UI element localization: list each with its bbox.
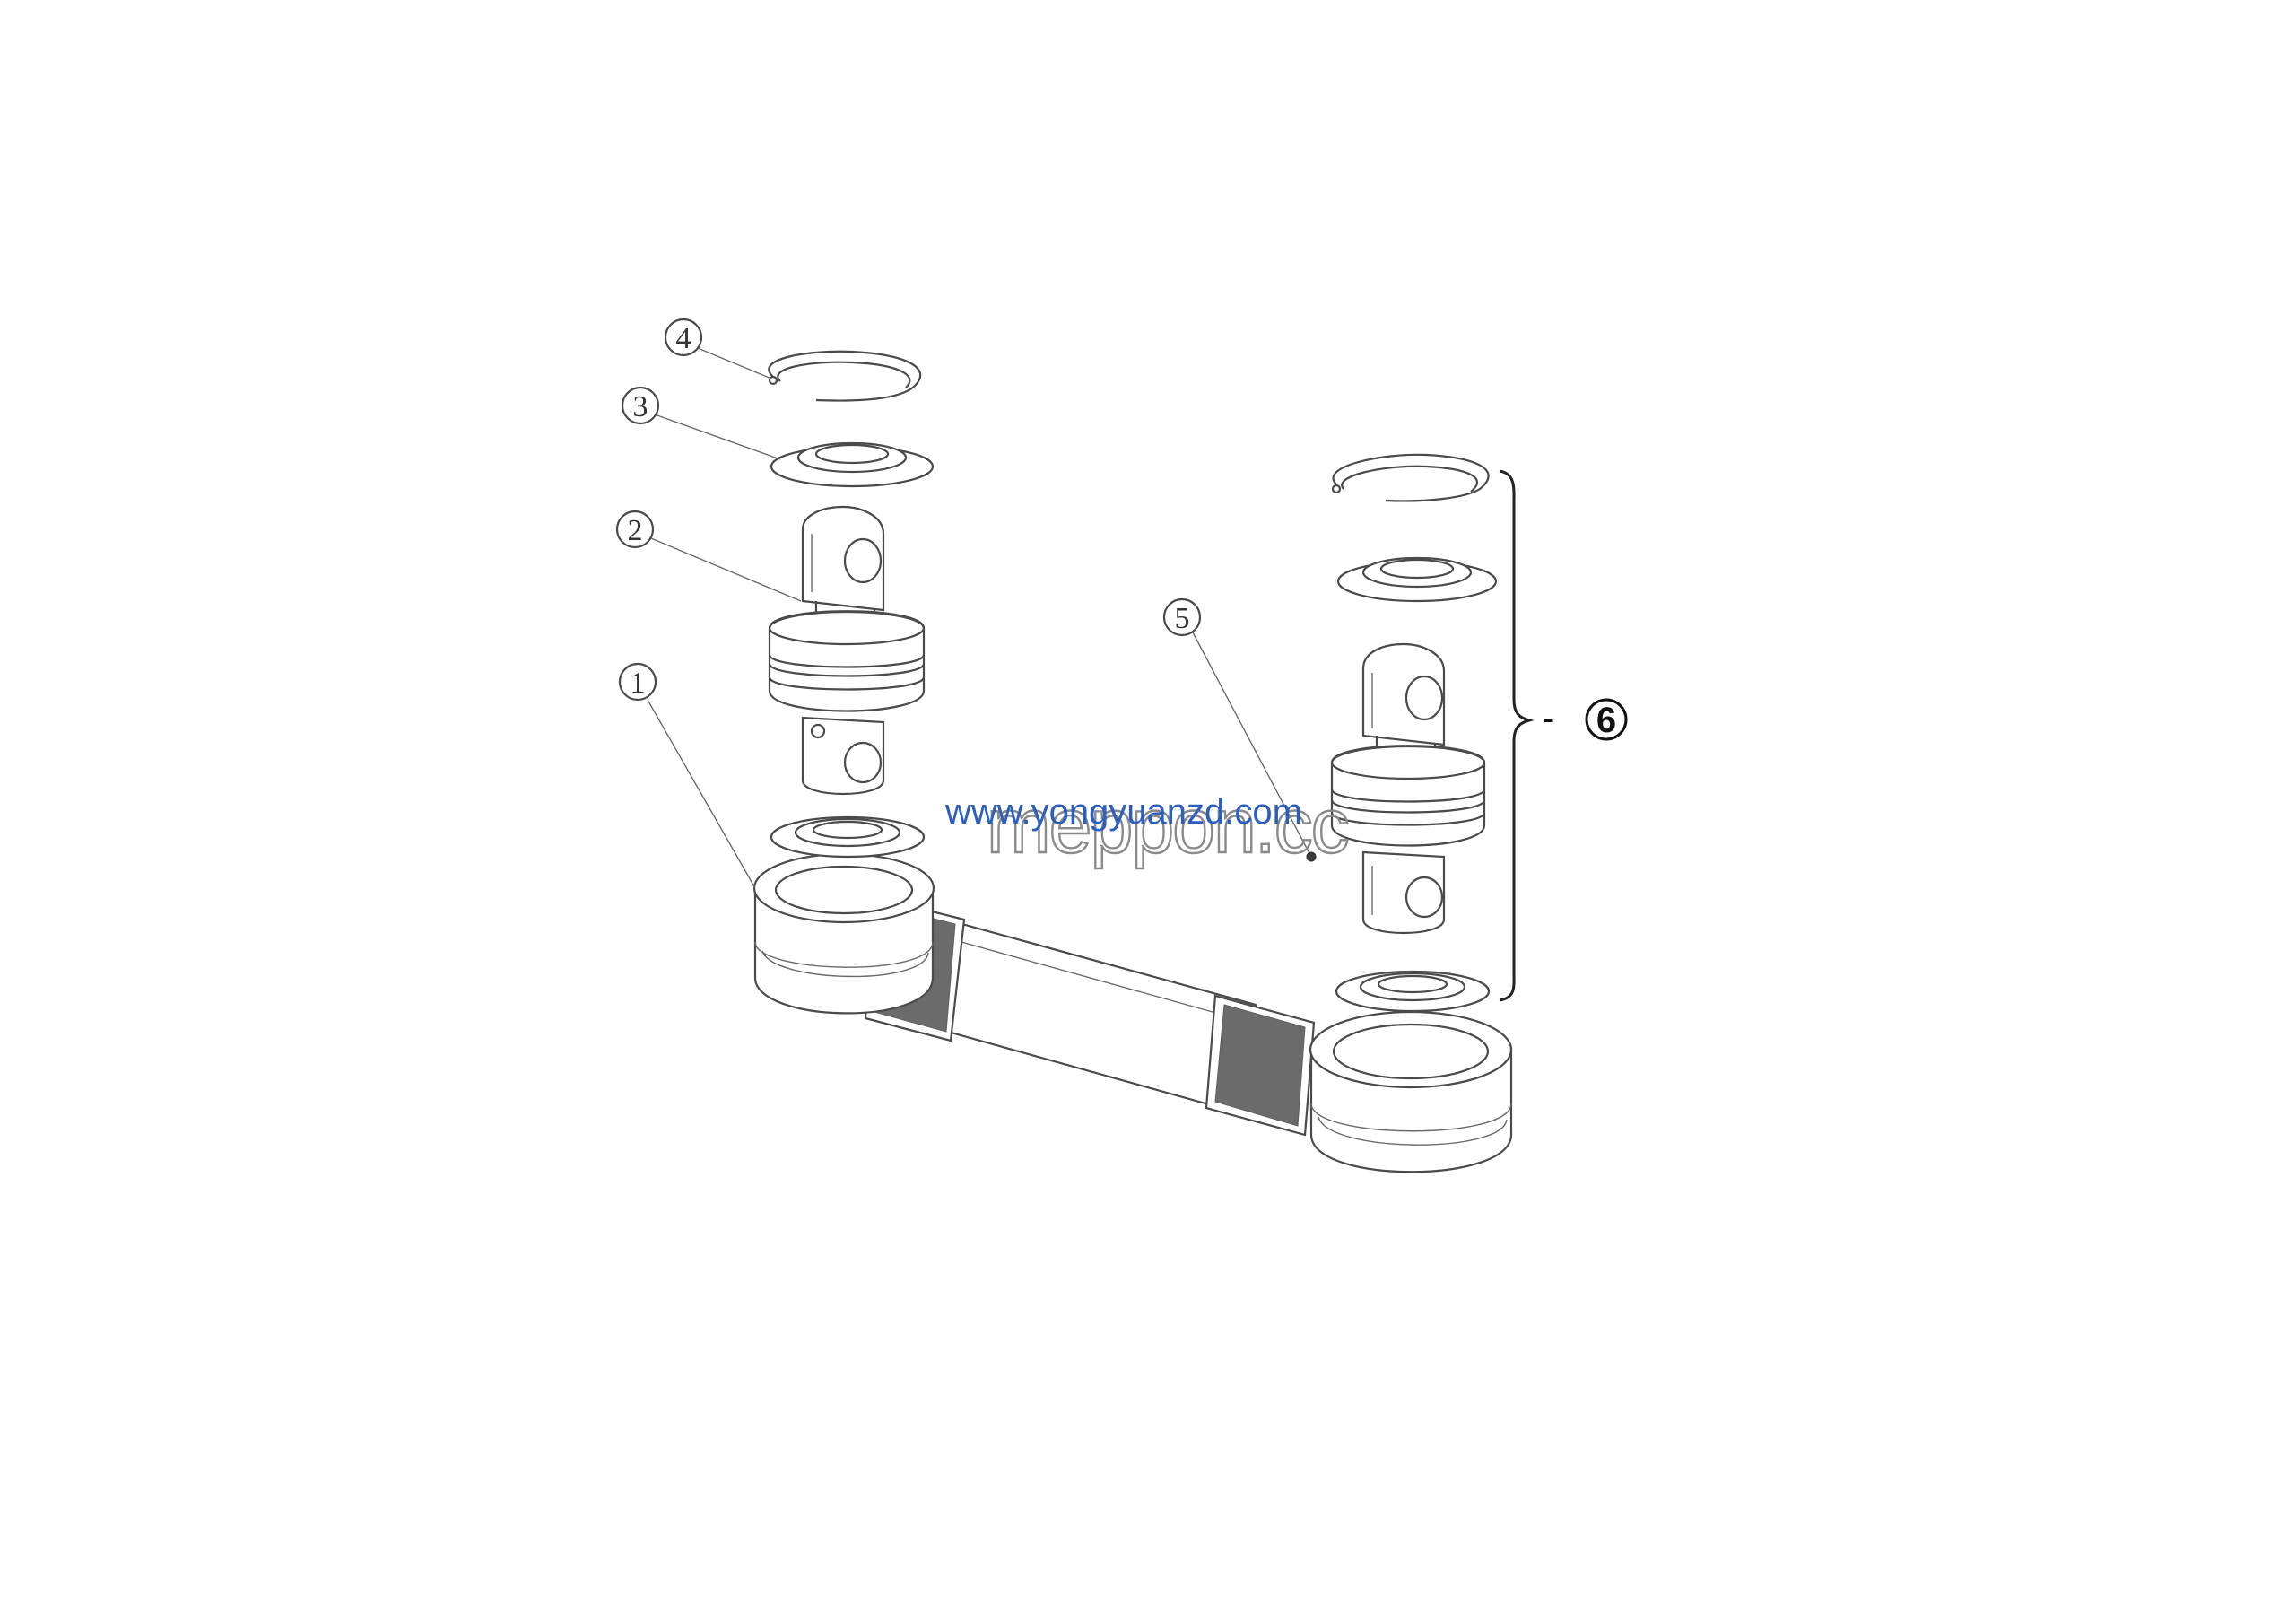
right-thread — [1205, 994, 1316, 1137]
left-ball-joint — [768, 505, 926, 796]
svg-text:5: 5 — [1175, 602, 1190, 635]
callout-6: - 6 — [1543, 698, 1628, 741]
callout-4: 4 — [664, 318, 772, 379]
svg-text:meppon.cc: meppon.cc — [987, 783, 1348, 869]
right-ball-joint — [1330, 642, 1486, 935]
callout-5: 5 — [1162, 597, 1317, 862]
callout-2: 2 — [615, 510, 802, 602]
svg-text:3: 3 — [633, 390, 648, 423]
svg-text:-: - — [1543, 699, 1554, 738]
svg-text:6: 6 — [1596, 701, 1616, 740]
right-upper-seal — [1336, 556, 1498, 603]
left-lower-seal — [770, 815, 926, 859]
watermark-overlay: meppon.cc — [986, 782, 1351, 870]
right-eye-housing — [1309, 1010, 1513, 1173]
svg-text:1: 1 — [631, 667, 646, 700]
callout-3: 3 — [621, 386, 781, 460]
left-circlip — [768, 350, 922, 402]
left-eye-housing — [752, 852, 935, 1015]
left-upper-seal — [770, 441, 935, 488]
right-circlip — [1331, 453, 1490, 502]
callout-1: 1 — [618, 662, 756, 889]
assembly-bracket — [1499, 469, 1535, 1002]
torque-rod-body — [752, 852, 1513, 1173]
svg-text:4: 4 — [676, 322, 691, 355]
svg-text:www.yongyuanzd.com: www.yongyuanzd.com — [944, 792, 1302, 832]
right-lower-seal — [1335, 970, 1491, 1013]
watermark-url: www.yongyuanzd.com — [944, 792, 1302, 832]
svg-text:2: 2 — [628, 514, 643, 547]
